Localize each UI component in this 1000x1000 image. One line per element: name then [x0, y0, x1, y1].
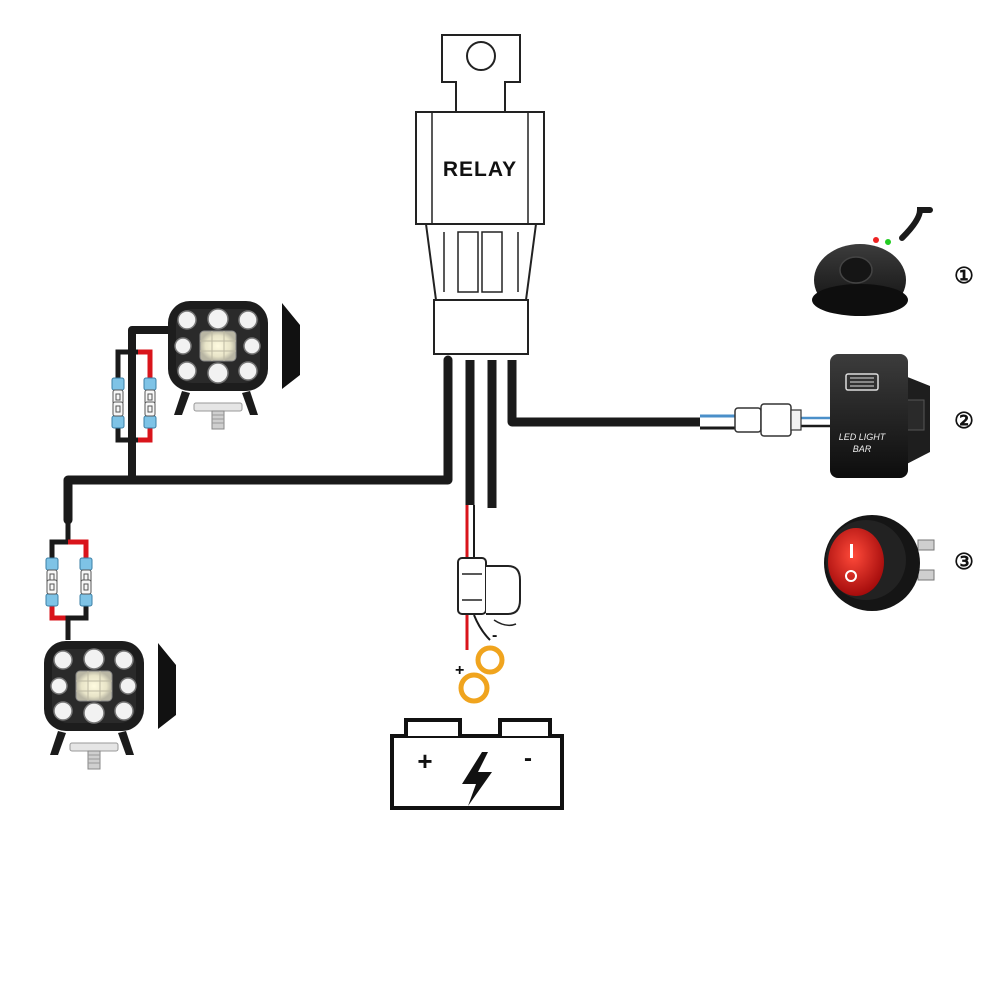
top-led-pod-light — [167, 300, 301, 430]
push-button-switch-icon — [812, 207, 933, 316]
switch-1-number: ① — [954, 263, 974, 288]
fuse-holder — [457, 557, 521, 627]
relay-label: RELAY — [443, 158, 517, 181]
bottom-led-pod-light — [43, 640, 177, 770]
rocker-label-line2: BAR — [853, 444, 872, 454]
plus-lead-label: + — [455, 662, 464, 679]
battery-plus-sign: + — [417, 746, 432, 776]
harness-wire-main — [63, 355, 453, 525]
relay: RELAY — [415, 34, 545, 355]
switch-2-number: ② — [954, 408, 974, 433]
lightning-icon — [462, 752, 492, 806]
switch-connector — [734, 403, 802, 437]
minus-lead-label: - — [492, 627, 497, 644]
round-rocker-switch-icon — [824, 515, 935, 611]
harness-wire-to-top-lamp — [128, 326, 175, 478]
rocker-switch-icon: LED LIGHT BAR — [830, 354, 930, 478]
battery-minus-sign: - — [524, 745, 532, 772]
rocker-label-line1: LED LIGHT — [839, 432, 887, 442]
battery-ring-terminals: - + — [455, 627, 505, 704]
switch-3-number: ③ — [954, 549, 974, 574]
battery: + - — [390, 718, 564, 810]
